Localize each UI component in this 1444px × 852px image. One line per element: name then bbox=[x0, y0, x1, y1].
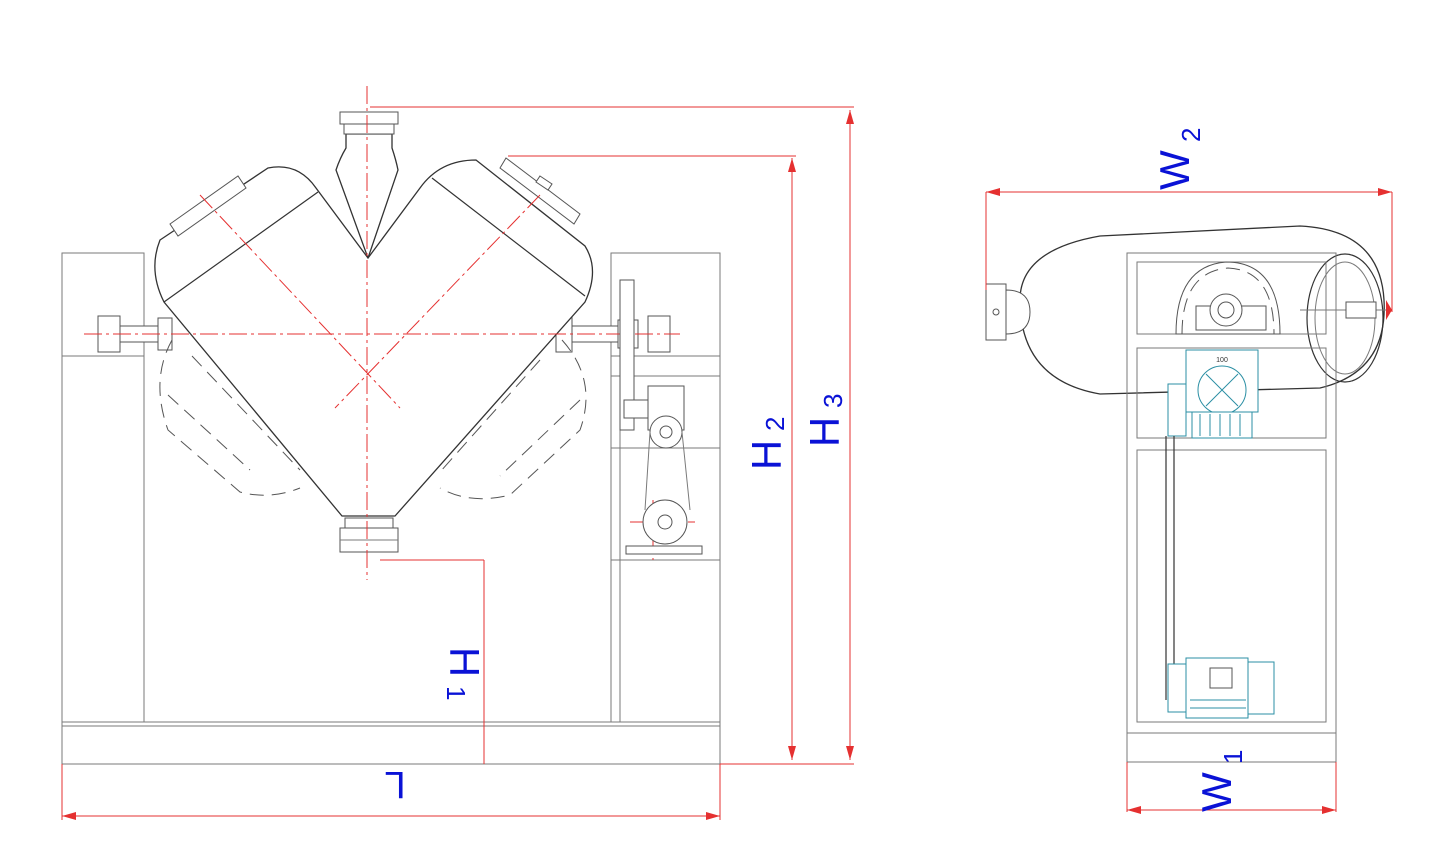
side-dimensions bbox=[985, 188, 1393, 814]
svg-text:2: 2 bbox=[760, 417, 790, 431]
gear-reducer: 100 bbox=[1167, 349, 1259, 439]
svg-text:1: 1 bbox=[1218, 750, 1248, 764]
svg-text:100: 100 bbox=[1216, 357, 1228, 364]
front-dimensions bbox=[61, 106, 854, 820]
svg-text:H: H bbox=[441, 647, 488, 677]
label-W2: W 2 bbox=[1151, 128, 1206, 190]
svg-text:H: H bbox=[801, 417, 848, 447]
gear-assembly bbox=[1175, 261, 1392, 335]
side-motor bbox=[1165, 436, 1275, 719]
label-H3: H 3 bbox=[801, 394, 848, 448]
label-H1: H 1 bbox=[441, 647, 488, 701]
svg-text:H: H bbox=[743, 440, 790, 470]
svg-text:2: 2 bbox=[1176, 128, 1206, 142]
front-view: L H 1 H 2 H 3 bbox=[61, 86, 854, 820]
svg-text:W: W bbox=[1193, 772, 1240, 812]
ports bbox=[339, 111, 399, 553]
base-frame bbox=[61, 252, 721, 765]
svg-text:3: 3 bbox=[818, 394, 848, 408]
label-H2: H 2 bbox=[743, 417, 790, 471]
svg-text:W: W bbox=[1151, 150, 1198, 190]
center-lines bbox=[84, 86, 695, 580]
label-L: L bbox=[384, 763, 405, 805]
drive-unit bbox=[619, 279, 703, 555]
svg-text:1: 1 bbox=[441, 686, 471, 700]
v-vessel bbox=[154, 133, 594, 517]
side-view: 100 bbox=[985, 128, 1393, 814]
svg-text:L: L bbox=[384, 763, 405, 805]
label-W1: W 1 bbox=[1193, 750, 1248, 812]
